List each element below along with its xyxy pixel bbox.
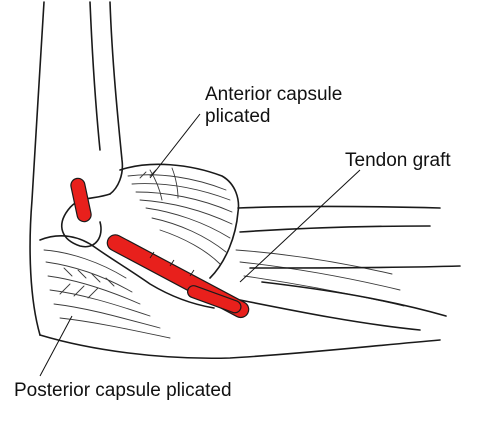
label-tendon-graft: Tendon graft xyxy=(345,150,451,171)
posterior-capsule-outline xyxy=(39,235,215,309)
upper-arm-outline xyxy=(29,1,45,336)
label-anterior-line2: plicated xyxy=(205,106,271,127)
lower-arm-outline xyxy=(39,334,441,360)
forearm-bone-line xyxy=(261,281,447,317)
humerus-shaft xyxy=(109,1,124,195)
leader-posterior xyxy=(39,315,73,377)
tendon-graft-distal xyxy=(186,285,242,314)
leader-anterior xyxy=(149,113,201,179)
leader-tendon xyxy=(239,169,361,283)
forearm-bottom-outline xyxy=(239,299,421,331)
label-posterior-capsule: Posterior capsule plicated xyxy=(14,380,232,401)
label-anterior-line1: Anterior capsule xyxy=(205,84,343,105)
forearm-top-outline xyxy=(237,205,441,209)
humerus-inner xyxy=(89,1,101,151)
anterior-capsule-outline xyxy=(119,163,240,279)
forearm-top-outline-2 xyxy=(239,225,431,233)
tendon-graft-upper xyxy=(70,177,92,223)
label-anterior-capsule: Anterior capsule plicated xyxy=(205,84,342,128)
forearm-mid-outline xyxy=(249,265,461,269)
